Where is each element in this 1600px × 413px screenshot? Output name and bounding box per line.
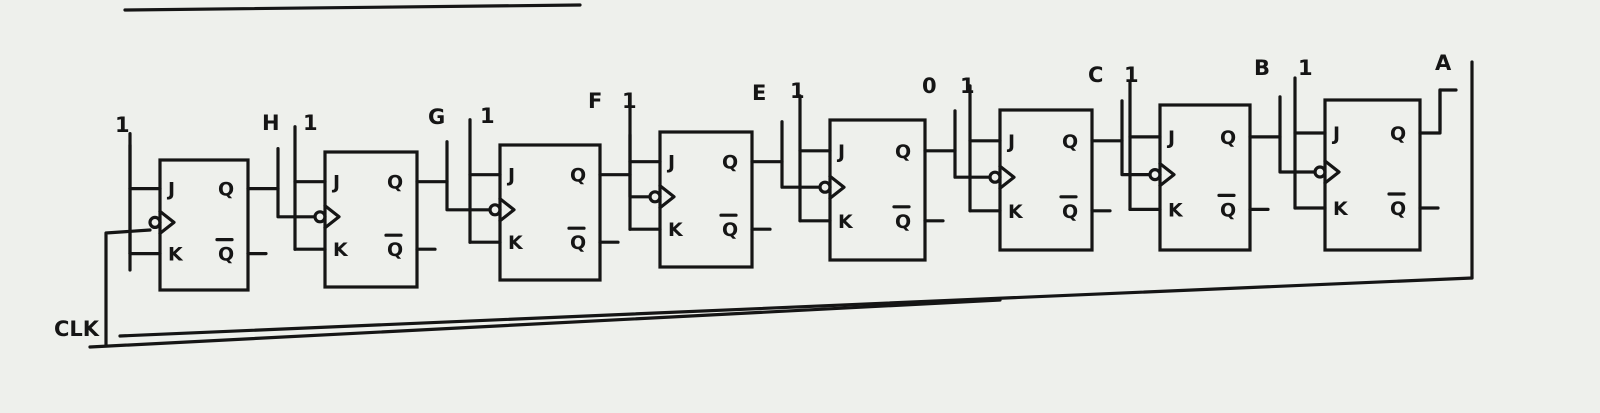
q-to-clock-wire-7 xyxy=(1248,135,1317,174)
label-D: 0 xyxy=(922,74,937,98)
label-clock: CLK xyxy=(54,317,100,341)
pin-label-q-bar: Q xyxy=(1390,198,1406,220)
jk-flip-flop-2: J K Q Q xyxy=(293,125,437,289)
label-H: H xyxy=(262,111,280,135)
label-A: A xyxy=(1435,51,1452,75)
label-C-1: 1 xyxy=(1124,63,1139,87)
pin-label-j: J xyxy=(1331,123,1340,145)
jk-flip-flop-4: J K Q Q xyxy=(628,105,772,269)
jk-flip-flop-7: J K Q Q xyxy=(1128,80,1270,252)
clock-edge-marker xyxy=(658,184,676,210)
pin-label-q: Q xyxy=(570,165,586,187)
pin-label-k: K xyxy=(168,244,184,266)
label-D-1: 1 xyxy=(960,74,975,98)
pin-label-j: J xyxy=(1166,127,1175,149)
pin-label-q-bar: Q xyxy=(722,219,738,241)
pin-label-j: J xyxy=(331,172,340,194)
clock-edge-marker xyxy=(828,174,846,200)
q-to-clock-wire-2 xyxy=(415,180,492,212)
q-to-clock-wire-1 xyxy=(246,187,317,219)
pin-label-k: K xyxy=(1168,199,1184,221)
pin-label-j: J xyxy=(506,165,515,187)
pin-label-q-bar: Q xyxy=(570,232,586,254)
pin-label-q: Q xyxy=(387,172,403,194)
clock-edge-marker xyxy=(1158,162,1176,188)
q-to-clock-wire-4 xyxy=(750,160,822,189)
jk-flip-flop-6: J K Q Q xyxy=(968,84,1112,252)
pin-label-q-bar: Q xyxy=(387,239,403,261)
label-E: E xyxy=(752,81,766,105)
signal-labels: 1 H 1 G 1 F 1 E 1 0 1 C 1 B 1 A CLK xyxy=(54,51,1452,341)
clock-inversion-bubble xyxy=(148,215,162,229)
clock-edge-marker xyxy=(158,209,176,235)
label-B: B xyxy=(1254,56,1270,80)
jk-flip-flop-8: J K Q Q xyxy=(1293,76,1440,252)
pin-label-q-bar: Q xyxy=(1062,201,1078,223)
label-B-1: 1 xyxy=(1298,56,1313,80)
q-to-clock-wire-5 xyxy=(923,149,992,179)
label-H-1: 1 xyxy=(303,111,318,135)
pin-label-q: Q xyxy=(1220,127,1236,149)
label-G: G xyxy=(428,105,445,129)
last-stage-output-a xyxy=(1418,88,1442,135)
top-border-line xyxy=(123,3,582,12)
pin-label-k: K xyxy=(1333,198,1349,220)
label-F-1: 1 xyxy=(622,89,637,113)
label-F: F xyxy=(588,89,602,113)
clock-edge-marker xyxy=(998,164,1016,190)
pin-label-j: J xyxy=(166,179,175,201)
pin-label-q: Q xyxy=(895,141,911,163)
pin-label-q-bar: Q xyxy=(218,244,234,266)
label-E-1: 1 xyxy=(790,79,805,103)
label-C: C xyxy=(1088,63,1103,87)
pin-label-q: Q xyxy=(1062,131,1078,153)
pin-label-q: Q xyxy=(1390,123,1406,145)
pin-label-q-bar: Q xyxy=(895,211,911,233)
clock-bus xyxy=(88,228,1002,349)
clock-edge-marker xyxy=(1323,159,1341,185)
pin-label-k: K xyxy=(668,219,684,241)
label-G-1: 1 xyxy=(480,104,495,128)
pin-label-q: Q xyxy=(218,179,234,201)
pin-label-j: J xyxy=(1006,131,1015,153)
label-input-1: 1 xyxy=(115,113,130,137)
pin-label-k: K xyxy=(838,211,854,233)
clock-edge-marker xyxy=(498,197,516,223)
pin-label-k: K xyxy=(508,232,524,254)
jk-flip-flop-3: J K Q Q xyxy=(468,118,620,282)
pin-label-q: Q xyxy=(722,152,738,174)
pin-label-j: J xyxy=(666,152,675,174)
clock-edge-marker xyxy=(323,204,341,230)
pin-label-k: K xyxy=(333,239,349,261)
stage-interconnects xyxy=(128,88,1442,272)
pin-label-j: J xyxy=(836,141,845,163)
pin-label-k: K xyxy=(1008,201,1024,223)
pin-label-q-bar: Q xyxy=(1220,199,1236,221)
q-to-clock-wire-6 xyxy=(1090,139,1152,177)
jk-flip-flop-5: J K Q Q xyxy=(798,94,945,262)
q-to-clock-wire-3 xyxy=(598,173,652,199)
